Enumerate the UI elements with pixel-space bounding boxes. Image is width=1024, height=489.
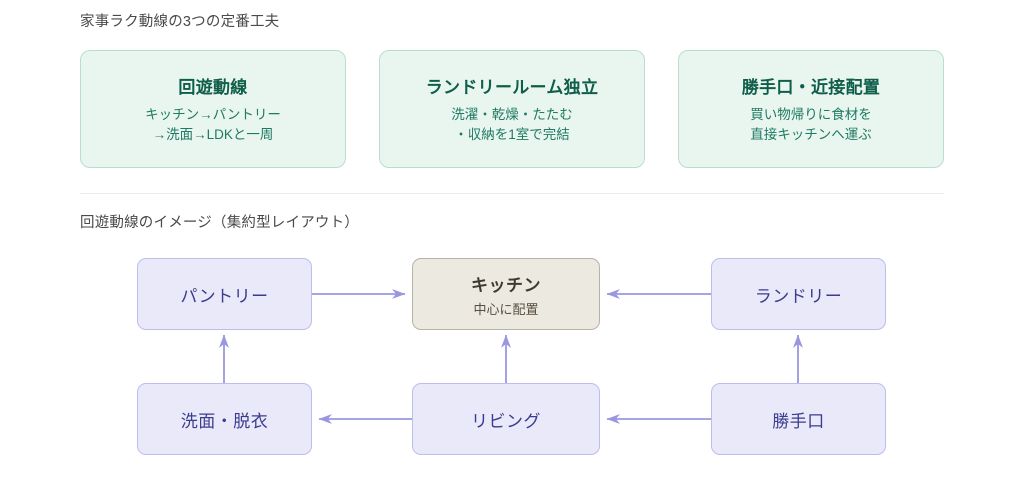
flow-node-backdoor[interactable]: 勝手口: [711, 383, 886, 455]
flow-node-label: リビング: [471, 411, 541, 431]
tip-card-title: ランドリールーム独立: [425, 78, 599, 98]
tip-card-title: 勝手口・近接配置: [741, 78, 881, 98]
flow-node-laundry[interactable]: ランドリー: [711, 258, 886, 330]
flow-arrows-layer: [218, 288, 804, 425]
tip-card-desc-line: ・収納を1室で完結: [454, 127, 570, 142]
section-title-diagram: 回遊動線のイメージ（集約型レイアウト）: [80, 215, 360, 231]
tip-card-desc-line: 直接キッチンへ運ぶ: [750, 127, 872, 142]
flow-node-label: 洗面・脱衣: [180, 411, 269, 431]
tip-card-desc-line: →洗面→LDKと一周: [152, 127, 274, 142]
tip-card-desc-line: 買い物帰りに食材を: [750, 107, 872, 123]
section-divider: [80, 193, 944, 194]
flow-diagram: パントリー キッチン 中心に配置 ランドリー 洗面・脱衣 リビング 勝手口: [0, 245, 1024, 485]
tip-card-desc-line: キッチン→パントリー: [145, 107, 281, 123]
flow-node-label: キッチン: [471, 275, 541, 295]
flow-node-washroom[interactable]: 洗面・脱衣: [137, 383, 312, 455]
tip-card: 回遊動線 キッチン→パントリー →洗面→LDKと一周: [80, 50, 346, 168]
flow-node-kitchen[interactable]: キッチン 中心に配置: [412, 258, 600, 330]
tip-card-title: 回遊動線: [178, 78, 248, 98]
tip-card-desc: キッチン→パントリー →洗面→LDKと一周: [145, 105, 281, 144]
tip-card: ランドリールーム独立 洗濯・乾燥・たたむ ・収納を1室で完結: [379, 50, 645, 168]
flow-node-label: 勝手口: [772, 411, 825, 431]
tip-card-desc: 買い物帰りに食材を 直接キッチンへ運ぶ: [750, 105, 872, 144]
tip-card: 勝手口・近接配置 買い物帰りに食材を 直接キッチンへ運ぶ: [678, 50, 944, 168]
tip-card-desc-line: 洗濯・乾燥・たたむ: [451, 107, 573, 123]
flow-node-sublabel: 中心に配置: [473, 301, 539, 317]
flow-node-label: パントリー: [180, 286, 269, 306]
flow-node-label: ランドリー: [754, 286, 843, 306]
section-title-tips: 家事ラク動線の3つの定番工夫: [80, 14, 280, 30]
tip-card-desc: 洗濯・乾燥・たたむ ・収納を1室で完結: [451, 105, 573, 144]
flow-node-living[interactable]: リビング: [412, 383, 600, 455]
tips-card-list: 回遊動線 キッチン→パントリー →洗面→LDKと一周 ランドリールーム独立 洗濯…: [80, 50, 944, 168]
flow-node-pantry[interactable]: パントリー: [137, 258, 312, 330]
